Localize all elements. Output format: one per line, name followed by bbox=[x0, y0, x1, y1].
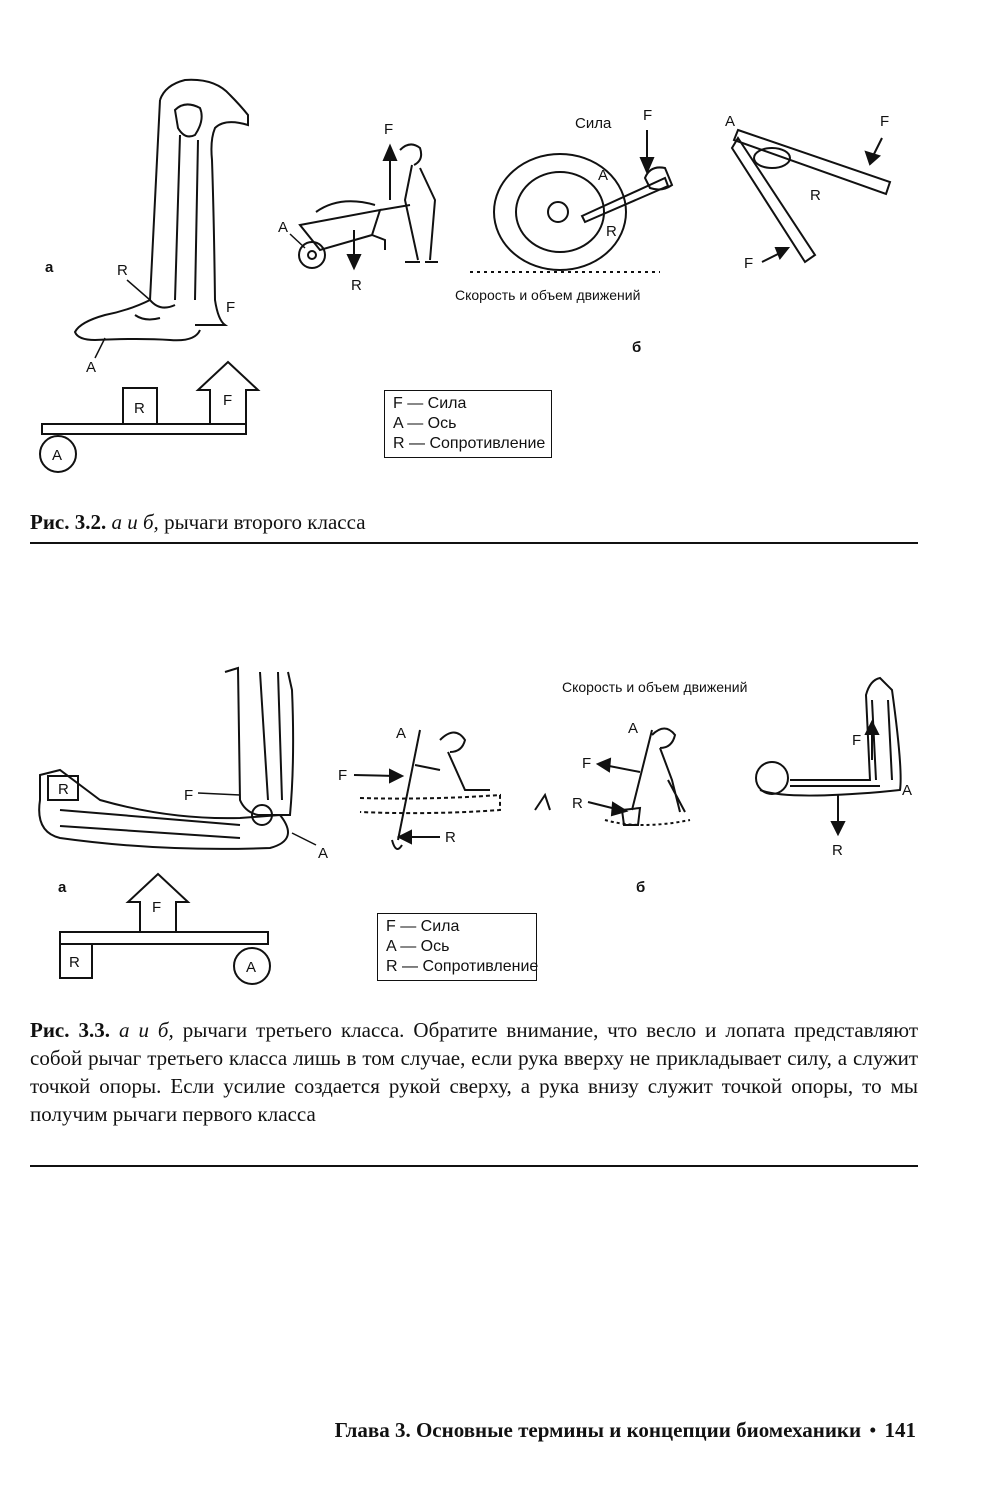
fig32-panel-b-label: б bbox=[632, 339, 641, 356]
shovel-label-f: F bbox=[582, 755, 591, 772]
tire-label-f: F bbox=[643, 107, 652, 124]
fig33-speed-caption: Скорость и объем движений bbox=[562, 679, 747, 695]
tire-label-sila: Сила bbox=[575, 115, 612, 132]
arm-ball-label-r: R bbox=[832, 842, 843, 859]
fig32-caption: Рис. 3.2. а и б, рычаги второго класса bbox=[30, 508, 918, 536]
tire-label-a: A bbox=[598, 167, 608, 184]
fig32-lever-a: A bbox=[52, 447, 62, 464]
fig33-caption: Рис. 3.3. а и б, рычаги третьего класса.… bbox=[30, 1016, 918, 1128]
fig32-leg-label-a: A bbox=[86, 359, 96, 376]
arm-ball-illustration bbox=[755, 676, 902, 797]
forearm-illustration bbox=[38, 666, 295, 850]
legend-item: A — Ось bbox=[393, 415, 457, 432]
fig32-caption-text: рычаги второго класса bbox=[164, 510, 366, 534]
fig33-panel-a-label: а bbox=[58, 879, 67, 896]
fig32-leg-label-f: F bbox=[226, 299, 235, 316]
shovel-label-a: A bbox=[628, 720, 638, 737]
fig32-caption-number: Рис. 3.2. bbox=[30, 510, 107, 534]
legend-item: F — Сила bbox=[386, 918, 460, 935]
legend-item: R — Сопротивление bbox=[393, 435, 546, 452]
wheelbarrow-label-f: F bbox=[384, 121, 393, 138]
rower-label-r: R bbox=[445, 829, 456, 846]
legend-item: R — Сопротивление bbox=[386, 958, 539, 975]
fig32-rule bbox=[30, 542, 918, 544]
tire-label-r: R bbox=[606, 223, 617, 240]
shovel-label-r: R bbox=[572, 795, 583, 812]
fig33-lever-a: A bbox=[246, 959, 256, 976]
wheelbarrow-label-r: R bbox=[351, 277, 362, 294]
fig32-lever-r: R bbox=[134, 400, 145, 417]
arm-ball-label-a: A bbox=[902, 782, 912, 799]
arm-label-f: F bbox=[184, 787, 193, 804]
tire-speed-caption: Скорость и объем движений bbox=[455, 287, 640, 303]
nutcracker-illustration bbox=[730, 128, 892, 264]
shoveler-illustration bbox=[604, 727, 691, 826]
footer-bullet: • bbox=[869, 1418, 877, 1442]
rower-label-f: F bbox=[338, 767, 347, 784]
nutcracker-label-r: R bbox=[810, 187, 821, 204]
nutcracker-label-f-bottom: F bbox=[744, 255, 753, 272]
page-footer: Глава 3. Основные термины и концепции би… bbox=[335, 1418, 916, 1443]
rower-illustration bbox=[359, 729, 551, 850]
fig33-legend: F — Сила A — Ось R — Сопротивление bbox=[377, 913, 539, 981]
fig33-lever-r: R bbox=[69, 954, 80, 971]
tire-wrench-illustration bbox=[470, 153, 674, 273]
arm-ball-label-f: F bbox=[852, 732, 861, 749]
figure-3-3: R F A а R F A A F R A F R Скорость и объ… bbox=[38, 666, 912, 985]
page-number: 141 bbox=[884, 1418, 917, 1442]
fig32-lever-f: F bbox=[223, 392, 232, 409]
fig32-caption-ab: а и б, bbox=[111, 510, 159, 534]
wheelbarrow-label-a: A bbox=[278, 219, 288, 236]
fig33-caption-number: Рис. 3.3. bbox=[30, 1018, 110, 1042]
nutcracker-label-a: A bbox=[725, 113, 735, 130]
chapter-title: Глава 3. Основные термины и концепции би… bbox=[334, 1418, 862, 1442]
fig32-panel-a-label: а bbox=[45, 259, 54, 276]
arm-label-a: A bbox=[318, 845, 328, 862]
nutcracker-label-f-top: F bbox=[880, 113, 889, 130]
fig32-legend: F — Сила A — Ось R — Сопротивление bbox=[384, 390, 552, 458]
rower-label-a: A bbox=[396, 725, 406, 742]
fig32-lever-schematic bbox=[39, 360, 261, 473]
figure-3-2: а R F A R F A F A R Сила F A R Скор bbox=[39, 78, 892, 473]
wheelbarrow-illustration bbox=[298, 143, 438, 269]
fig33-caption-ab: а и б, bbox=[118, 1018, 174, 1042]
fig32-leg-label-r: R bbox=[117, 262, 128, 279]
fig33-lever-f: F bbox=[152, 899, 161, 916]
legend-item: A — Ось bbox=[386, 938, 450, 955]
fig33-rule bbox=[30, 1165, 918, 1167]
leg-illustration bbox=[73, 78, 249, 342]
fig33-lever-schematic bbox=[59, 872, 271, 985]
arm-label-r: R bbox=[58, 781, 69, 798]
legend-item: F — Сила bbox=[393, 395, 467, 412]
fig33-caption-text: рычаги третьего класса. Обратите внимани… bbox=[30, 1018, 919, 1126]
fig33-panel-b-label: б bbox=[636, 879, 645, 896]
